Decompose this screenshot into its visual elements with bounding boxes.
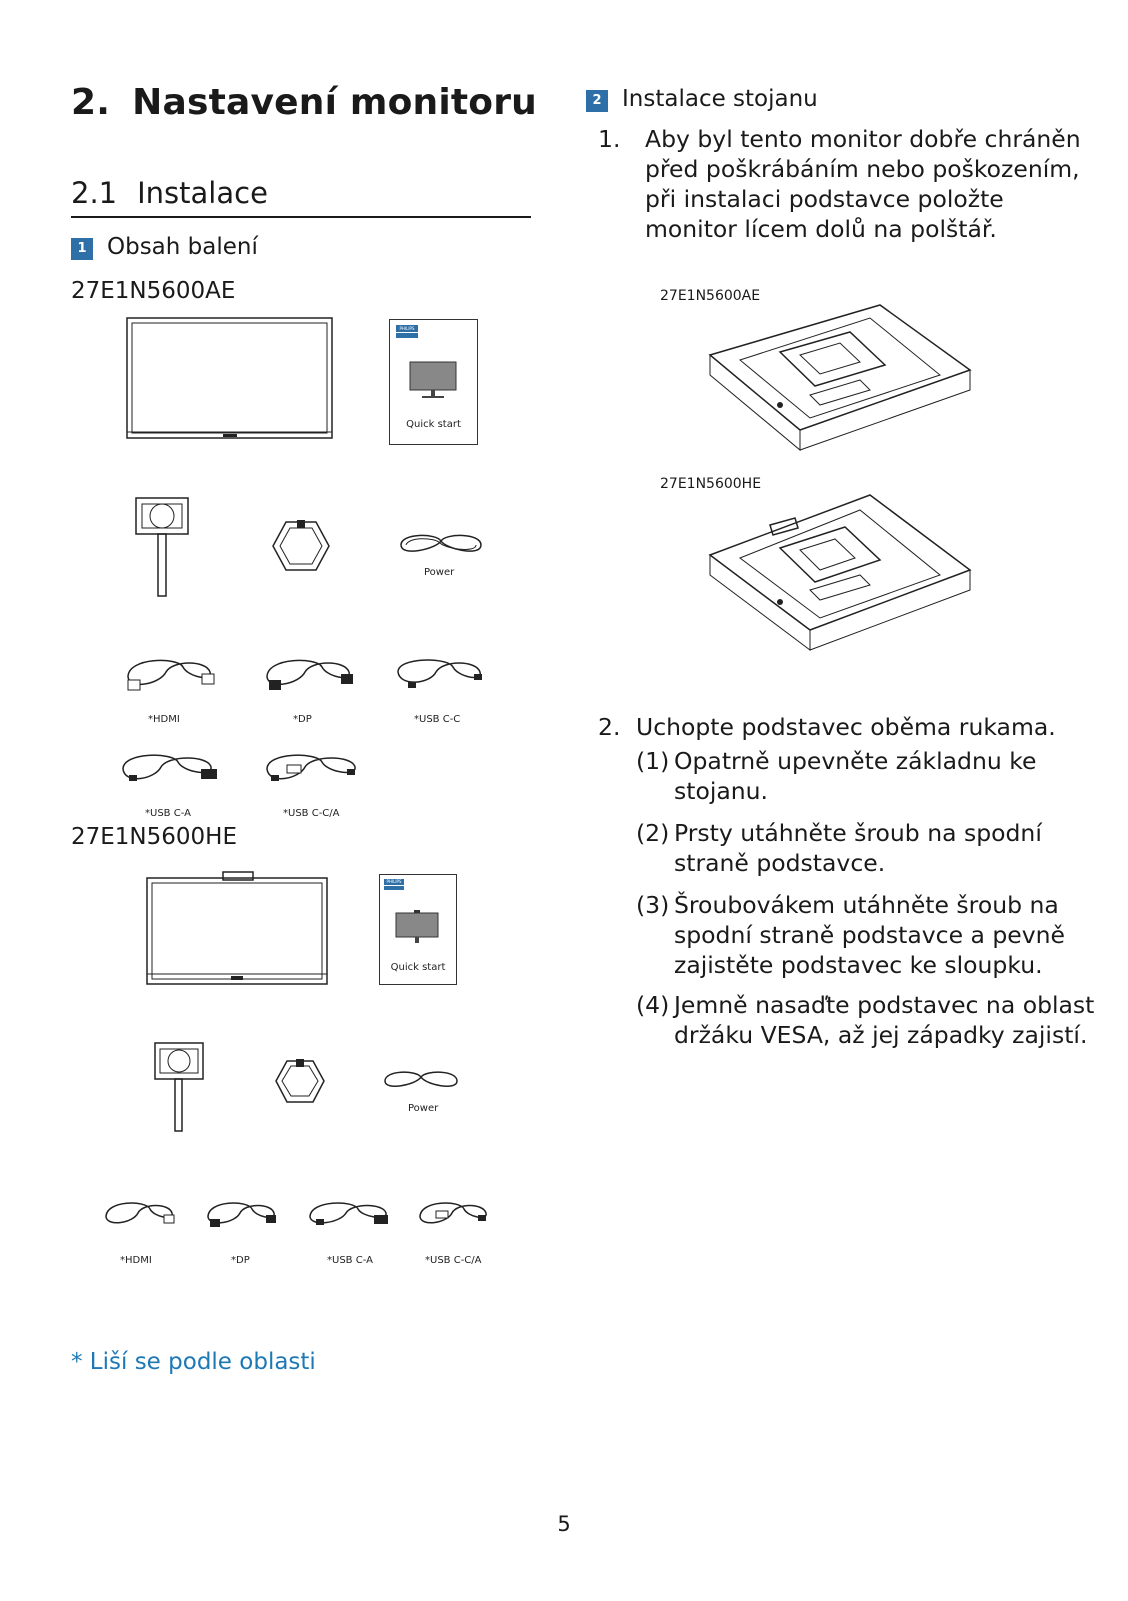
section-title: Instalace: [137, 176, 268, 210]
dp-cable-he-illustration: [207, 1202, 276, 1227]
step-2-text: Uchopte podstavec oběma rukama.: [636, 713, 1056, 741]
step-badge-1: 1: [71, 238, 93, 260]
cable-label-he-2: *DP: [231, 1255, 250, 1266]
dp-cable-ae-illustration: [266, 659, 353, 690]
substep-1: (1) Opatrně upevněte základnu ke stojanu…: [636, 746, 1096, 806]
heading-number: 2.: [71, 82, 111, 123]
substep-4-number: (4): [636, 991, 670, 1019]
step-2-number: 2.: [598, 713, 621, 741]
package-contents-heading: 1 Obsah balení: [71, 234, 258, 260]
substep-1-number: (1): [636, 747, 670, 775]
hdmi-cable-he-illustration: [105, 1202, 175, 1224]
hex-base-ae-illustration: [272, 520, 330, 571]
section-number: 2.1: [71, 176, 118, 210]
usbcca-cable-he-illustration: [419, 1202, 487, 1224]
substep-3: (3) Šroubovákem utáhněte šroub na spodní…: [636, 890, 1096, 980]
substep-4: (4) Jemně nasaďte podstavec na oblast dr…: [636, 990, 1096, 1050]
section-heading: 2.1 Instalace: [71, 176, 268, 210]
power-label-he: Power: [408, 1103, 439, 1114]
step-1: 1. Aby byl tento monitor dobře chráněn p…: [598, 124, 1098, 244]
heading-title: Nastavení monitoru: [132, 82, 537, 123]
hex-base-he-illustration: [275, 1059, 325, 1103]
quick-start-booklet-he: PHILIPS Quick start: [379, 874, 457, 985]
cable-label-ae-5: *USB C-C/A: [283, 808, 340, 819]
cable-label-he-1: *HDMI: [120, 1255, 152, 1266]
booklet-monitor-icon-he: [395, 910, 439, 943]
page-heading: 2. Nastavení monitoru: [71, 82, 537, 123]
right-model-he-label: 27E1N5600HE: [660, 476, 762, 492]
monitor-facedown-he-illustration: [708, 494, 972, 651]
cable-label-he-4: *USB C-C/A: [425, 1255, 482, 1266]
quick-start-booklet-ae: PHILIPS Quick start: [389, 319, 478, 445]
substep-2: (2) Prsty utáhněte šroub na spodní stran…: [636, 818, 1096, 878]
substep-1-text: Opatrně upevněte základnu ke stojanu.: [674, 747, 1037, 805]
power-label-ae: Power: [424, 567, 455, 578]
step-1-text: Aby byl tento monitor dobře chráněn před…: [645, 125, 1081, 243]
power-cable-ae-illustration: [400, 534, 482, 552]
monitor-ae-illustration: [126, 317, 333, 439]
step-2: 2. Uchopte podstavec oběma rukama.: [598, 712, 1098, 742]
hdmi-cable-ae-illustration: [127, 659, 215, 691]
usbcc-cable-ae-illustration: [397, 659, 482, 688]
monitor-facedown-ae-illustration: [708, 304, 972, 452]
cable-label-he-3: *USB C-A: [327, 1255, 373, 1266]
brand-logo: PHILIPS: [396, 325, 418, 332]
power-cable-he-illustration: [384, 1071, 458, 1087]
substep-3-text: Šroubovákem utáhněte šroub na spodní str…: [674, 891, 1066, 979]
booklet-monitor-icon: [409, 361, 457, 398]
stand-ae-illustration: [135, 497, 189, 597]
cable-label-ae-4: *USB C-A: [145, 808, 191, 819]
package-contents-label: Obsah balení: [107, 234, 258, 260]
quick-start-label: Quick start: [406, 419, 461, 430]
substep-2-number: (2): [636, 819, 670, 847]
region-footnote: * Liší se podle oblasti: [71, 1349, 316, 1375]
cable-label-ae-1: *HDMI: [148, 714, 180, 725]
substep-3-number: (3): [636, 891, 670, 919]
step-badge-2: 2: [586, 90, 608, 112]
usbca-cable-ae-illustration: [122, 754, 217, 781]
model-ae-label: 27E1N5600AE: [71, 278, 236, 304]
right-model-ae-label: 27E1N5600AE: [660, 288, 761, 304]
cable-label-ae-3: *USB C-C: [414, 714, 461, 725]
stand-install-label: Instalace stojanu: [622, 86, 818, 112]
usbcca-cable-ae-illustration: [266, 754, 356, 781]
step-1-number: 1.: [598, 125, 621, 153]
brand-logo-he: PHILIPS: [384, 879, 404, 885]
stand-he-illustration: [154, 1042, 204, 1132]
monitor-he-illustration: [146, 871, 328, 985]
stand-install-heading: 2 Instalace stojanu: [586, 86, 818, 112]
quick-start-label-he: Quick start: [390, 962, 446, 973]
model-he-label: 27E1N5600HE: [71, 824, 237, 850]
cable-label-ae-2: *DP: [293, 714, 312, 725]
section-rule: [71, 216, 531, 218]
page-number: 5: [557, 1512, 571, 1536]
substep-4-text: Jemně nasaďte podstavec na oblast držáku…: [674, 991, 1095, 1049]
substep-2-text: Prsty utáhněte šroub na spodní straně po…: [674, 819, 1042, 877]
usbca-cable-he-illustration: [309, 1202, 388, 1225]
